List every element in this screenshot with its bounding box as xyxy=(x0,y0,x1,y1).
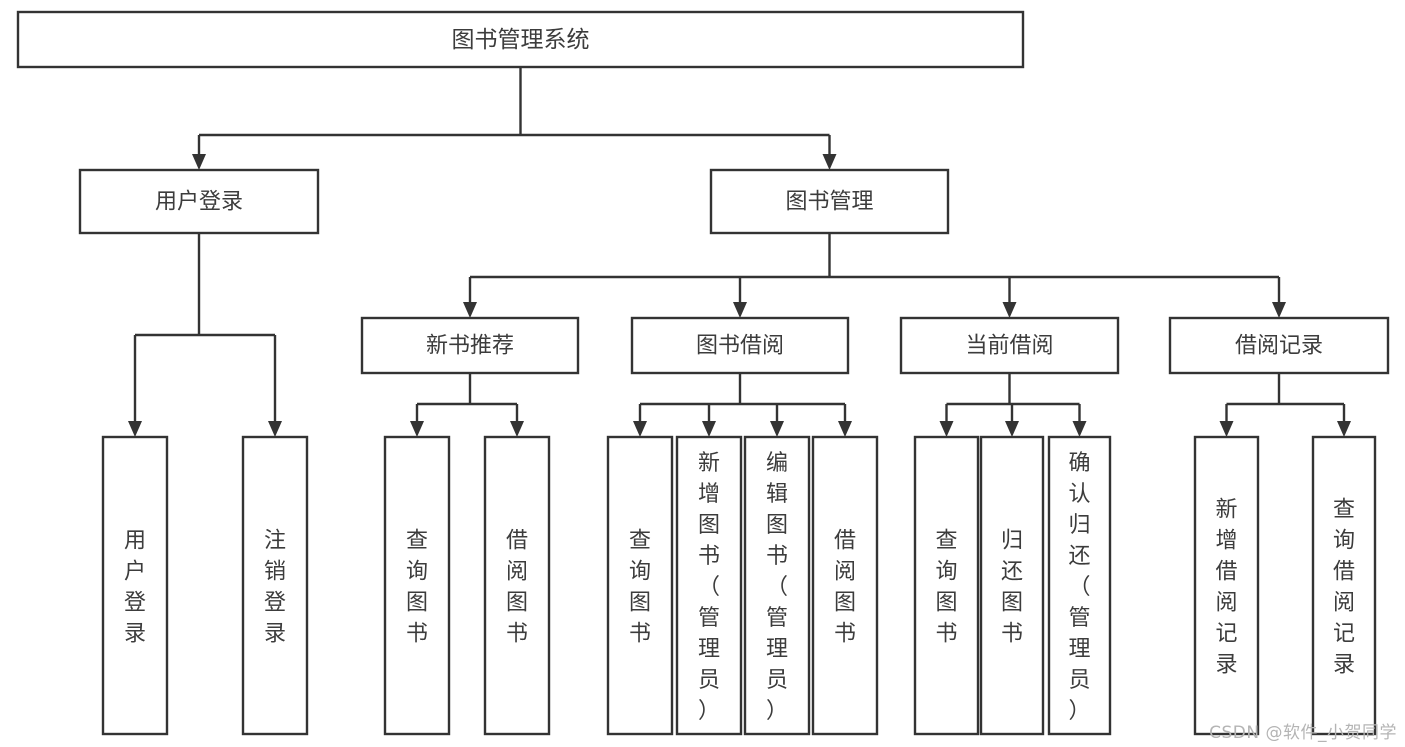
node-label-book-borrow: 图书借阅 xyxy=(696,334,784,359)
arrowhead-book-manage xyxy=(822,154,837,170)
node-leaf-rec-add-record[interactable]: 新增借阅记录 xyxy=(1193,435,1260,736)
node-box-leaf-cur-return-book xyxy=(979,435,1045,736)
node-label-user-login: 用户登录 xyxy=(155,190,243,215)
node-box-leaf-user-logout xyxy=(241,435,309,736)
arrowhead-leaf-rec-borrow-book xyxy=(510,421,524,437)
node-layer: 图书管理系统用户登录图书管理新书推荐图书借阅当前借阅借阅记录用户登录注销登录查询… xyxy=(16,10,1390,736)
node-label-root: 图书管理系统 xyxy=(452,27,590,53)
node-box-leaf-rec-add-record xyxy=(1193,435,1260,736)
node-box-root xyxy=(16,10,1025,69)
arrowhead-leaf-rec-add-record xyxy=(1219,421,1234,437)
node-label-leaf-cur-confirm-return: 确认归还（管理员） xyxy=(1068,451,1090,724)
node-label-new-book-recommend: 新书推荐 xyxy=(426,334,514,359)
node-current-borrow[interactable]: 当前借阅 xyxy=(899,316,1120,375)
node-box-leaf-borrow-query-book xyxy=(606,435,674,736)
node-label-leaf-rec-query-book: 查询图书 xyxy=(406,529,428,647)
node-box-leaf-rec-query-record xyxy=(1311,435,1377,736)
node-user-login[interactable]: 用户登录 xyxy=(78,168,320,235)
node-book-borrow[interactable]: 图书借阅 xyxy=(630,316,850,375)
node-label-leaf-rec-add-record: 新增借阅记录 xyxy=(1215,498,1237,678)
node-box-borrow-record xyxy=(1168,316,1390,375)
node-box-leaf-cur-confirm-return xyxy=(1047,435,1112,736)
node-box-leaf-borrow-borrow-book xyxy=(811,435,879,736)
node-box-book-manage xyxy=(709,168,950,235)
node-label-leaf-borrow-query-book: 查询图书 xyxy=(629,529,651,647)
arrowhead-leaf-borrow-add-book xyxy=(702,421,716,437)
edge-layer xyxy=(128,67,1351,437)
node-new-book-recommend[interactable]: 新书推荐 xyxy=(360,316,580,375)
arrowhead-borrow-record xyxy=(1272,302,1286,318)
arrowhead-leaf-user-login xyxy=(128,421,142,437)
node-label-borrow-record: 借阅记录 xyxy=(1235,334,1323,359)
node-label-leaf-borrow-edit-book: 编辑图书（管理员） xyxy=(766,451,788,724)
arrowhead-new-book-recommend xyxy=(463,302,477,318)
arrowhead-leaf-cur-query-book xyxy=(939,421,954,437)
node-leaf-borrow-add-book[interactable]: 新增图书（管理员） xyxy=(675,435,743,736)
arrowhead-leaf-cur-confirm-return xyxy=(1072,421,1087,437)
arrowhead-leaf-rec-query-record xyxy=(1337,421,1351,437)
node-label-leaf-rec-borrow-book: 借阅图书 xyxy=(506,529,528,647)
node-leaf-cur-return-book[interactable]: 归还图书 xyxy=(979,435,1045,736)
node-leaf-cur-query-book[interactable]: 查询图书 xyxy=(913,435,980,736)
node-box-leaf-rec-query-book xyxy=(383,435,451,736)
node-leaf-borrow-edit-book[interactable]: 编辑图书（管理员） xyxy=(743,435,811,736)
node-leaf-rec-borrow-book[interactable]: 借阅图书 xyxy=(483,435,551,736)
node-label-leaf-borrow-borrow-book: 借阅图书 xyxy=(834,529,856,647)
node-label-leaf-user-login: 用户登录 xyxy=(124,529,146,647)
node-box-leaf-borrow-add-book xyxy=(675,435,743,736)
node-box-new-book-recommend xyxy=(360,316,580,375)
node-box-leaf-borrow-edit-book xyxy=(743,435,811,736)
node-label-leaf-rec-query-record: 查询借阅记录 xyxy=(1333,498,1355,678)
node-leaf-rec-query-record[interactable]: 查询借阅记录 xyxy=(1311,435,1377,736)
node-borrow-record[interactable]: 借阅记录 xyxy=(1168,316,1390,375)
node-leaf-user-logout[interactable]: 注销登录 xyxy=(241,435,309,736)
arrowhead-book-borrow xyxy=(733,302,747,318)
csdn-watermark: CSDN @软件_小贺同学 xyxy=(1209,723,1397,743)
node-box-leaf-cur-query-book xyxy=(913,435,980,736)
node-label-leaf-cur-query-book: 查询图书 xyxy=(935,529,957,647)
arrowhead-leaf-borrow-query-book xyxy=(633,421,647,437)
node-leaf-user-login[interactable]: 用户登录 xyxy=(101,435,169,736)
node-book-manage[interactable]: 图书管理 xyxy=(709,168,950,235)
node-label-leaf-user-logout: 注销登录 xyxy=(264,529,286,647)
node-label-leaf-borrow-add-book: 新增图书（管理员） xyxy=(698,451,720,724)
node-label-current-borrow: 当前借阅 xyxy=(965,334,1053,359)
node-box-current-borrow xyxy=(899,316,1120,375)
node-root[interactable]: 图书管理系统 xyxy=(16,10,1025,69)
node-label-leaf-cur-return-book: 归还图书 xyxy=(1001,529,1023,647)
node-box-user-login xyxy=(78,168,320,235)
node-leaf-borrow-borrow-book[interactable]: 借阅图书 xyxy=(811,435,879,736)
node-box-book-borrow xyxy=(630,316,850,375)
arrowhead-leaf-cur-return-book xyxy=(1005,421,1019,437)
arrowhead-leaf-borrow-borrow-book xyxy=(838,421,852,437)
node-leaf-cur-confirm-return[interactable]: 确认归还（管理员） xyxy=(1047,435,1112,736)
arrowhead-leaf-rec-query-book xyxy=(410,421,424,437)
node-label-book-manage: 图书管理 xyxy=(785,190,873,215)
arrowhead-user-login xyxy=(192,154,206,170)
arrowhead-current-borrow xyxy=(1002,302,1017,318)
node-box-leaf-user-login xyxy=(101,435,169,736)
node-box-leaf-rec-borrow-book xyxy=(483,435,551,736)
arrowhead-leaf-user-logout xyxy=(268,421,282,437)
node-leaf-rec-query-book[interactable]: 查询图书 xyxy=(383,435,451,736)
arrowhead-leaf-borrow-edit-book xyxy=(770,421,784,437)
node-leaf-borrow-query-book[interactable]: 查询图书 xyxy=(606,435,674,736)
